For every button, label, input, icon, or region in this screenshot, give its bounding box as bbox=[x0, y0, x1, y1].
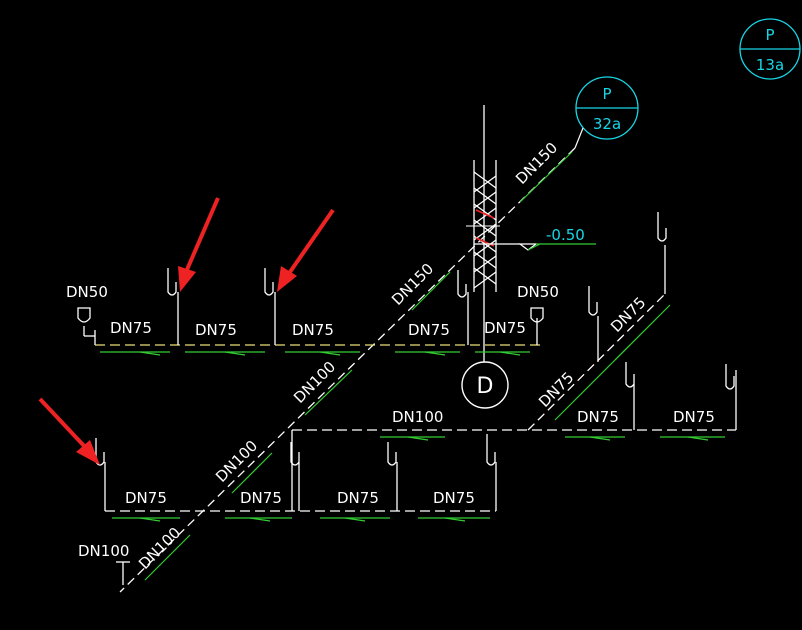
row1-slope-marks bbox=[100, 351, 530, 356]
level-marker-text: -0.50 bbox=[546, 226, 585, 244]
riser-section bbox=[473, 105, 497, 345]
label-dn150-mid: DN150 bbox=[388, 260, 437, 309]
row2-slope-marks bbox=[380, 436, 725, 441]
label-row3-1: DN75 bbox=[240, 489, 282, 507]
label-row1-0: DN75 bbox=[110, 319, 152, 337]
riser-d: D bbox=[461, 361, 509, 409]
level-marker: -0.50 bbox=[518, 226, 596, 251]
label-dn50-left: DN50 bbox=[66, 283, 108, 301]
tag-p32a: P 32a bbox=[575, 76, 639, 140]
red-arrow-3 bbox=[38, 397, 100, 465]
red-arrow-2 bbox=[277, 208, 335, 292]
label-dn100-mid: DN100 bbox=[392, 408, 443, 426]
main-diagonal-pipe bbox=[119, 147, 576, 593]
row3-pipe bbox=[95, 430, 497, 512]
diagonal-slope-marks bbox=[144, 151, 573, 581]
riser-red-marks bbox=[475, 209, 495, 247]
right-diagonal-branch bbox=[527, 212, 671, 431]
label-row2-right-0: DN75 bbox=[577, 408, 619, 426]
tag-p32a-letter: P bbox=[602, 85, 611, 103]
label-row1-4: DN75 bbox=[484, 319, 526, 337]
label-row3-2: DN75 bbox=[337, 489, 379, 507]
label-dn100-diag-upper: DN100 bbox=[290, 358, 339, 407]
row3-slope-marks bbox=[112, 517, 490, 522]
riser-d-text: D bbox=[477, 374, 494, 399]
label-row2-right-1: DN75 bbox=[673, 408, 715, 426]
label-row1-1: DN75 bbox=[195, 321, 237, 339]
row1-pipe bbox=[77, 268, 545, 362]
label-dn100-left: DN100 bbox=[78, 542, 129, 560]
label-dn50-right: DN50 bbox=[517, 283, 559, 301]
label-row1-3: DN75 bbox=[408, 321, 450, 339]
label-row3-0: DN75 bbox=[125, 489, 167, 507]
tag-p13a: P 13a bbox=[739, 18, 801, 80]
red-arrow-1 bbox=[178, 197, 220, 292]
label-dn75-diag2: DN75 bbox=[607, 294, 649, 336]
label-dn150-top: DN150 bbox=[512, 139, 561, 188]
tag-p13a-number: 13a bbox=[756, 56, 784, 74]
cleanout bbox=[116, 561, 130, 585]
row2-pipe bbox=[292, 362, 737, 431]
label-row1-2: DN75 bbox=[292, 321, 334, 339]
tag-leader bbox=[574, 127, 584, 149]
tag-p32a-number: 32a bbox=[593, 115, 621, 133]
tag-p13a-letter: P bbox=[765, 26, 774, 44]
label-row3-3: DN75 bbox=[433, 489, 475, 507]
